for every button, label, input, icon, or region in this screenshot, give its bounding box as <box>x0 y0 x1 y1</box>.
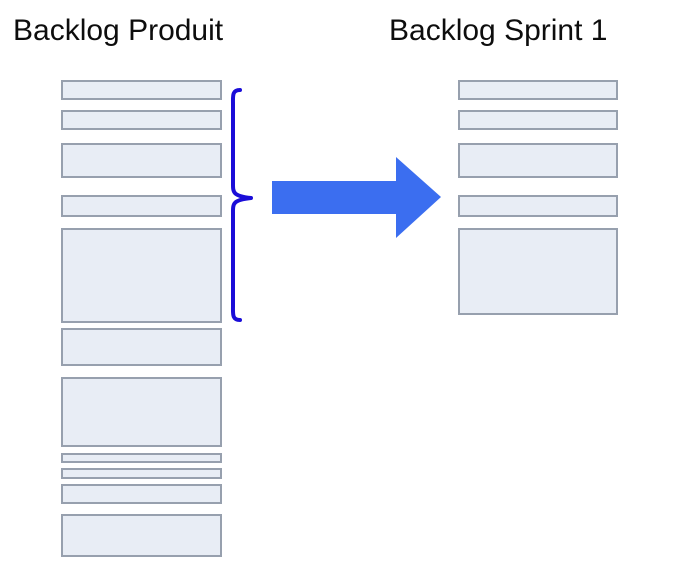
backlog-item-box[interactable] <box>61 228 222 323</box>
backlog-item-box[interactable] <box>61 195 222 217</box>
backlog-item-box[interactable] <box>61 468 222 479</box>
backlog-item-box[interactable] <box>61 328 222 366</box>
backlog-item-box[interactable] <box>458 228 618 315</box>
backlog-item-box[interactable] <box>61 110 222 130</box>
backlog-item-box[interactable] <box>61 514 222 557</box>
backlog-item-box[interactable] <box>458 110 618 130</box>
backlog-item-box[interactable] <box>61 143 222 178</box>
backlog-item-box[interactable] <box>61 377 222 447</box>
backlog-item-box[interactable] <box>61 80 222 100</box>
column-title-backlog-sprint-1: Backlog Sprint 1 <box>389 14 608 47</box>
backlog-item-box[interactable] <box>61 484 222 504</box>
backlog-item-box[interactable] <box>61 453 222 463</box>
backlog-item-box[interactable] <box>458 80 618 100</box>
column-title-backlog-produit: Backlog Produit <box>13 14 224 47</box>
backlog-item-box[interactable] <box>458 195 618 217</box>
backlog-item-box[interactable] <box>458 143 618 178</box>
